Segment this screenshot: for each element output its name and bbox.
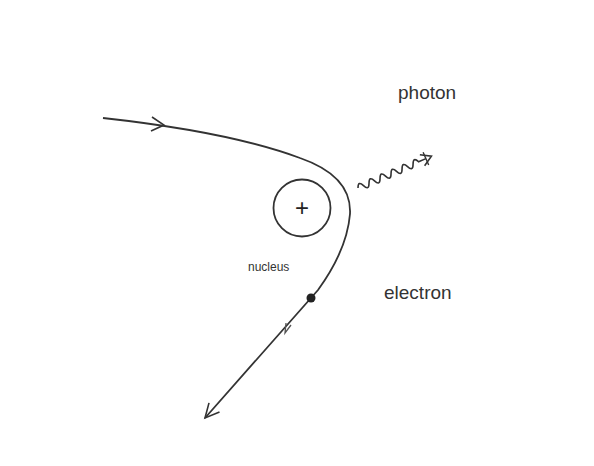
direction-arrow [151, 117, 164, 131]
nucleus-circle: + [272, 178, 332, 238]
charge-sign: + [295, 196, 309, 220]
electron-dot [307, 294, 316, 303]
photon-wave [355, 150, 434, 195]
direction-arrow [205, 403, 220, 418]
photon-label: photon [398, 82, 456, 104]
electron-label: electron [384, 282, 452, 304]
direction-arrow [285, 323, 291, 333]
electron-trajectory [103, 118, 350, 418]
nucleus-label: nucleus [248, 260, 289, 274]
